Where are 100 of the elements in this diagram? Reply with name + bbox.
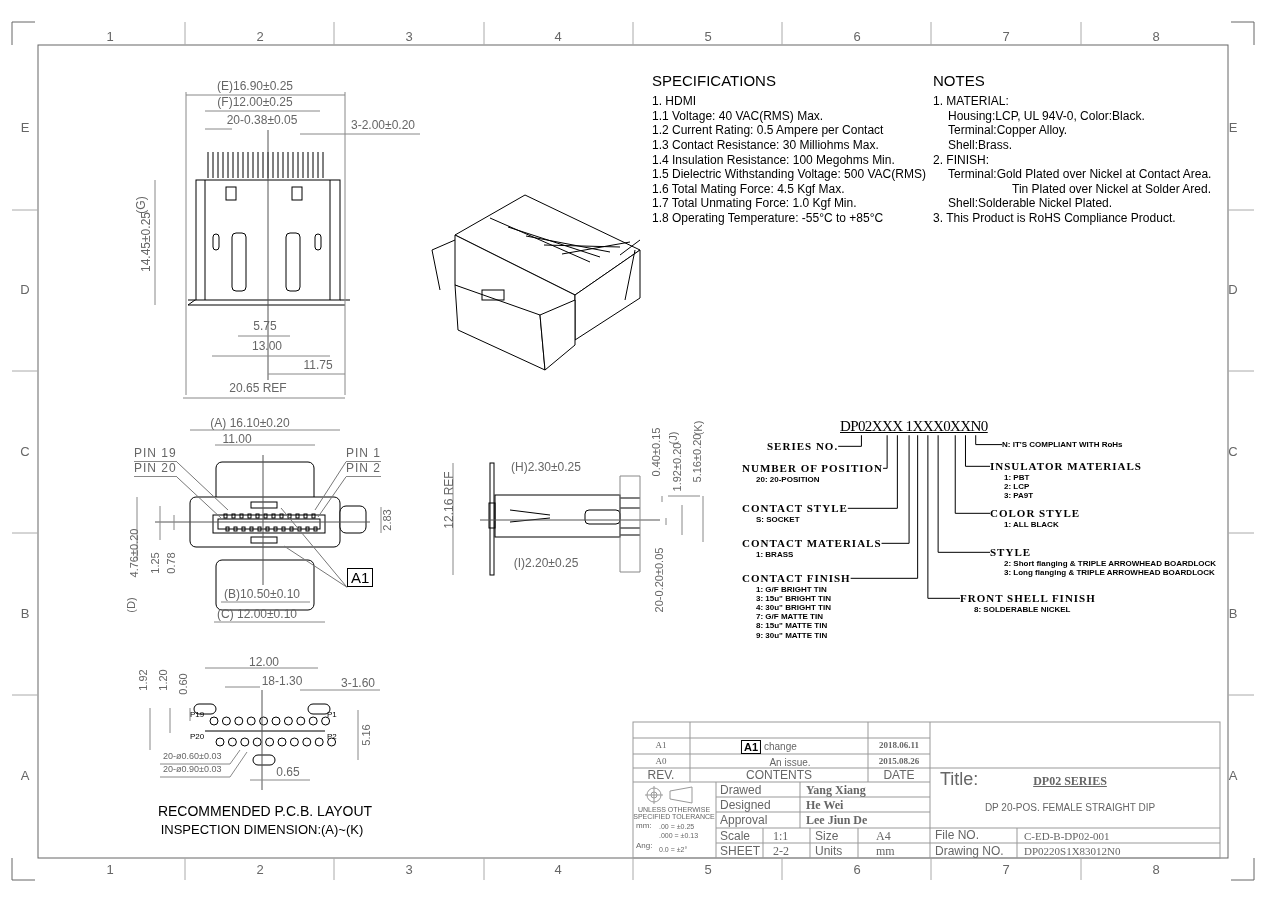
note-line: 2. FINISH: (933, 154, 989, 168)
leader-line (314, 461, 347, 511)
grid-reference: 7 (1002, 30, 1010, 45)
note-line: Shell:Solderable Nickel Plated. (948, 197, 1113, 211)
grid-reference: 8 (1152, 30, 1160, 45)
leader-line (283, 545, 348, 588)
title-block-text: Ang: (636, 842, 653, 851)
leader-line (850, 434, 919, 579)
code-legend-entry: COLOR STYLE 1: ALL BLACK (990, 507, 1081, 529)
specification-line: 1.3 Contact Resistance: 30 Milliohms Max. (652, 139, 879, 153)
specification-line: 1.8 Operating Temperature: -55°C to +85°C (652, 212, 884, 226)
note-line: Terminal:Copper Alloy. (948, 124, 1068, 138)
dimension-label: 11.75 (303, 359, 333, 373)
pin-number: P20 (190, 733, 205, 742)
leader-line (881, 434, 910, 544)
grid-reference: 8 (1152, 863, 1160, 878)
revision-mark: A1 (740, 740, 762, 755)
leader-line (280, 507, 348, 588)
grid-reference: 2 (256, 863, 264, 878)
dimension-label: 20-0.38±0.05 (226, 114, 298, 128)
dimension-label: 2.83 (380, 509, 394, 531)
code-legend-entry: CONTACT STYLE S: SOCKET (742, 502, 848, 524)
dimension-label: (I)2.20±0.25 (513, 557, 579, 571)
title-block-text: SHEET (720, 845, 760, 859)
dimension-label: 0.78 (164, 552, 178, 574)
title-block-text: Scale (720, 830, 751, 844)
title-block-text: A4 (876, 830, 891, 844)
grid-reference: 3 (405, 863, 413, 878)
title-block-text: 2015.08.26 (878, 757, 920, 767)
title-block-text: A1 (655, 741, 667, 751)
dimension-label: 0.60 (176, 673, 190, 695)
dimension-label: 20-0.20±0.05 (652, 547, 666, 613)
dimension-label: (E)16.90±0.25 (217, 80, 293, 94)
dimension-label: (G) (135, 196, 149, 214)
pin-number: P1 (327, 711, 337, 720)
title-block-text: CONTENTS (746, 769, 812, 783)
title-block-text: mm: (636, 822, 652, 831)
grid-reference: D (20, 283, 30, 298)
grid-reference: 2 (256, 30, 264, 45)
title-block-text: 2018.06.11 (879, 741, 919, 751)
view-caption: RECOMMENDED P.C.B. LAYOUT (157, 804, 373, 820)
dimension-label: 4.76±0.20 (127, 528, 141, 578)
revision-callout: A1 (347, 568, 374, 588)
dimension-label: 20.65 REF (229, 382, 287, 396)
pin-callout: PIN 2 (346, 462, 381, 477)
dimension-label: 0.65 (276, 766, 300, 780)
note-line: 3. This Product is RoHS Compliance Product. (933, 212, 1176, 226)
leader-line (927, 434, 961, 599)
grid-reference: C (1228, 445, 1238, 460)
dimension-label: (J) (666, 431, 679, 445)
dimension-label: 13.00 (252, 340, 282, 354)
title-block-text: Lee Jiun De (806, 814, 868, 828)
dimension-label: (C) 12.00±0.10 (217, 608, 297, 622)
code-legend-entry: FRONT SHELL FINISH 8: SOLDERABLE NICKEL (960, 592, 1096, 614)
title-block-text: Title: (940, 770, 979, 790)
grid-reference: 1 (106, 863, 114, 878)
note-line: Housing:LCP, UL 94V-0, Color:Black. (948, 110, 1145, 124)
title-block-text: File NO. (935, 829, 979, 843)
grid-reference: 3 (405, 30, 413, 45)
note-line: Shell:Brass. (948, 139, 1013, 153)
title-block-text: Approval (720, 814, 768, 828)
leader-line (317, 476, 347, 518)
leader-line (847, 434, 898, 509)
dimension-label: (K) (691, 420, 705, 436)
title-block-text: Units (815, 845, 843, 859)
code-legend-entry: NUMBER OF POSITION 20: 20-POSITION (742, 462, 884, 484)
title-block-text: DATE (883, 769, 915, 783)
title-block-text: Yang Xiang (806, 784, 866, 798)
dimension-label: 20-ø0.60±0.03 (163, 752, 222, 762)
dimension-label: 12.00 (249, 656, 279, 670)
title-block-text: Size (815, 830, 839, 844)
code-legend-entry: SERIES NO. (767, 440, 839, 453)
grid-reference: 6 (853, 30, 861, 45)
code-legend-entry: INSULATOR MATERIALS 1: PBT 2: LCP 3: PA9T (990, 460, 1142, 501)
dimension-label: 14.45±0.25 (140, 212, 154, 272)
dimension-label: 5.16±0.20 (690, 433, 703, 483)
dimension-label: 0.40±0.15 (649, 427, 663, 477)
leader-line (882, 434, 888, 469)
grid-reference: D (1228, 283, 1238, 298)
title-block-text: REV. (647, 769, 675, 783)
dimension-label: 3-1.60 (341, 677, 375, 691)
dimension-label: (F)12.00±0.25 (217, 96, 293, 110)
dimension-label: 1.92 (136, 669, 150, 691)
grid-reference: E (1228, 121, 1238, 136)
title-block-text: He Wei (806, 799, 844, 813)
part-number-code: DP02XXX 1XXX0XXN0 (840, 418, 988, 436)
section-heading: SPECIFICATIONS (652, 73, 776, 90)
dimension-label: 12.16 REF (443, 471, 457, 529)
grid-reference: E (20, 121, 30, 136)
leader-line (176, 461, 229, 511)
grid-reference: C (20, 445, 30, 460)
dimension-label: (D) (124, 597, 138, 613)
title-block-text: mm (876, 845, 895, 859)
grid-reference: 1 (106, 30, 114, 45)
code-legend-entry: STYLE 2: Short flanging & TRIPLE ARROWHEAD BOARDLOCK 3: Long flanging & TRIPLE ARROWHEAD BOARDLOCK (990, 546, 1217, 577)
leader-line (954, 434, 991, 514)
pin-callout: PIN 1 (346, 447, 381, 462)
pin-callout: PIN 20 (134, 462, 177, 477)
title-block-text: DP02 SERIES (1033, 775, 1107, 789)
title-block-text: 1:1 (773, 830, 789, 844)
